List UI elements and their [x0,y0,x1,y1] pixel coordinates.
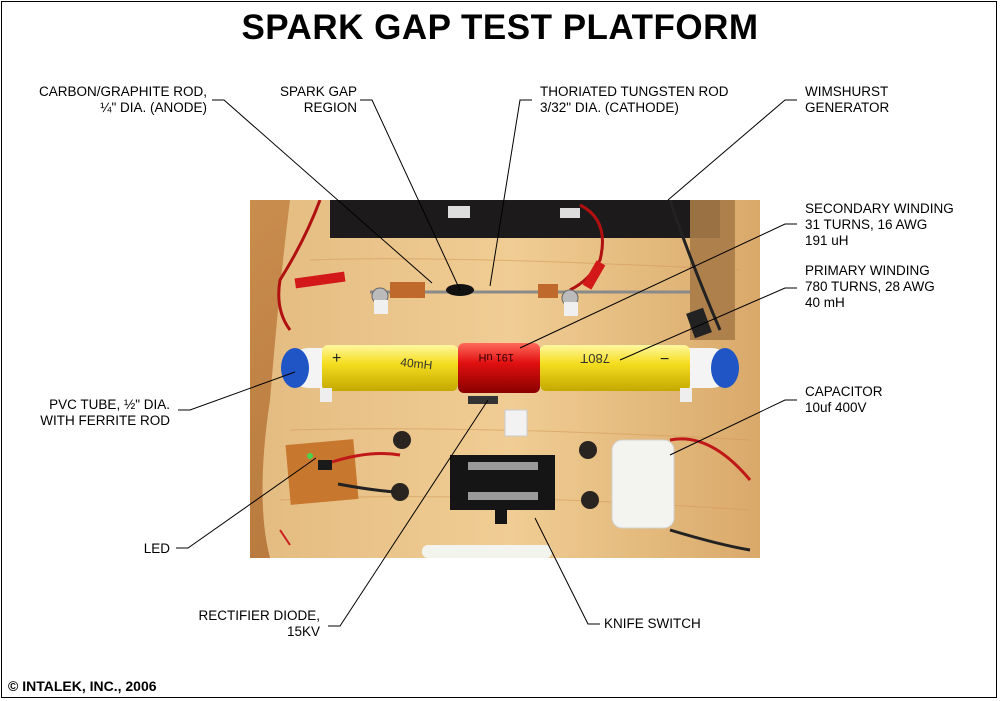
label-tungsten-rod: THORIATED TUNGSTEN ROD 3/32" DIA. (CATHO… [540,84,729,115]
label-primary: PRIMARY WINDING 780 TURNS, 28 AWG 40 mH [805,263,935,310]
label-spark-gap: SPARK GAP REGION [279,84,357,115]
mid-coil-marking: 191 uH [478,351,514,363]
capacitor [611,439,675,529]
left-coil-marking: 40mH [400,355,433,372]
label-pvc: PVC TUBE, ½" DIA. WITH FERRITE ROD [40,397,170,428]
label-wimshurst: WIMSHURST GENERATOR [805,84,890,115]
label-knife-switch: KNIFE SWITCH [604,616,701,631]
label-carbon-rod: CARBON/GRAPHITE ROD, ¼" DIA. (ANODE) [38,84,207,115]
right-coil-marking: 780T [580,351,610,366]
led-board [285,439,359,505]
label-secondary: SECONDARY WINDING 31 TURNS, 16 AWG 191 u… [805,201,954,248]
wimshurst-generator [330,200,720,238]
label-diode: RECTIFIER DIODE, 15KV [198,608,320,639]
rectifier-diode [468,396,498,404]
label-capacitor: CAPACITOR 10uf 400V [805,384,883,415]
secondary-winding [458,343,540,393]
copyright: © INTALEK, INC., 2006 [8,678,157,694]
page-title: SPARK GAP TEST PLATFORM [241,8,759,47]
primary-winding-left [322,345,458,391]
plus-marking: + [332,350,341,367]
label-led: LED [143,541,170,556]
platform-photo: + 40mH 191 uH 780T − [250,200,760,558]
minus-marking: − [660,351,669,368]
